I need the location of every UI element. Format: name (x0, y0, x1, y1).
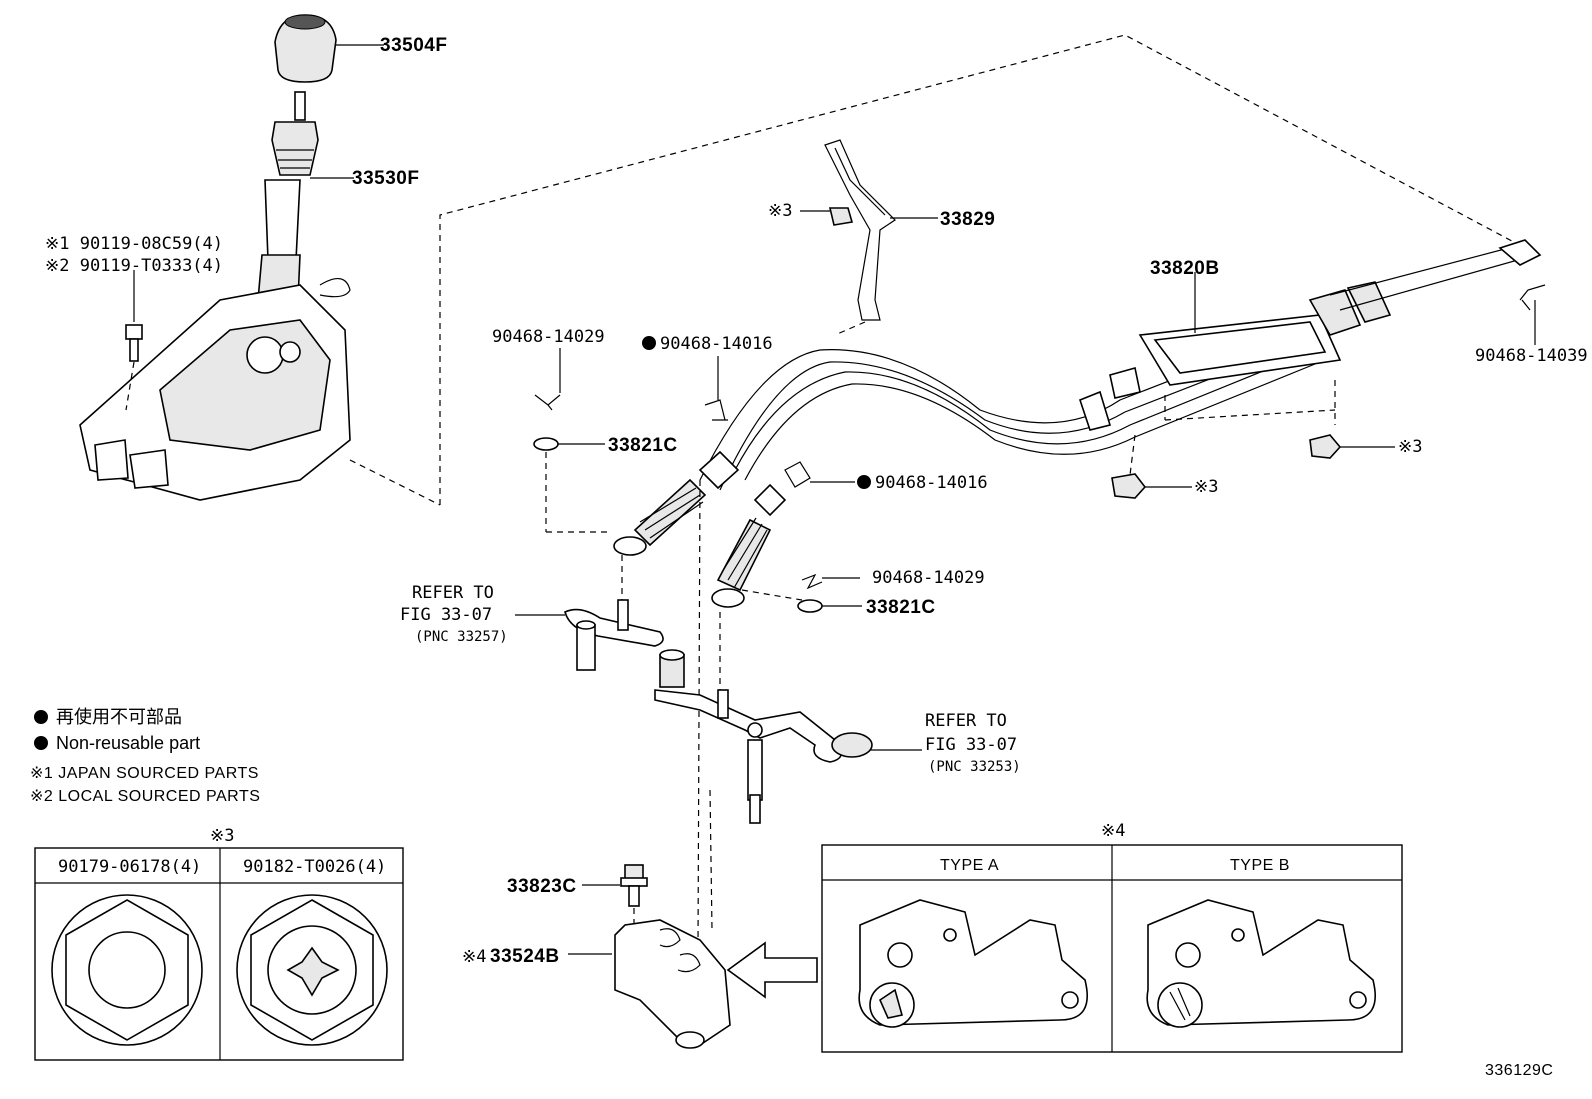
selector-lever[interactable] (515, 599, 664, 671)
label-clip-lower-right: 90468-14029 (872, 568, 985, 588)
view-arrow (726, 941, 818, 999)
bracket-nut-right[interactable] (1164, 380, 1395, 459)
ref-left-line2: FIG 33-07 (400, 605, 492, 625)
shift-lever-boot[interactable] (271, 91, 354, 179)
label-bolt-japan: ※1 90119-08C59(4) (45, 234, 223, 254)
ref-right-line1: REFER TO (925, 711, 1007, 731)
lock-nut-icon (236, 894, 388, 1046)
shifter-bolt[interactable] (125, 270, 143, 411)
label-nut-mark-b: ※3 (1194, 477, 1218, 497)
label-washer-lower: 33821C (866, 597, 936, 618)
cable-end-select[interactable] (613, 450, 740, 556)
ref-right-line2: FIG 33-07 (925, 735, 1017, 755)
shift-knob[interactable] (274, 14, 384, 83)
label-washer-upper: 33821C (608, 435, 678, 456)
transmission-control-cable[interactable] (699, 239, 1542, 491)
legend-dot-en (34, 736, 48, 750)
non-reusable-dot-top (642, 336, 656, 350)
label-33504f: 33504F (380, 35, 447, 56)
table4-col1: TYPE A (940, 857, 999, 874)
ref-left-line3: (PNC 33257) (415, 629, 508, 645)
legend-non-reusable: Non-reusable part (56, 733, 200, 753)
bracket-type-table: ※4 TYPE A TYPE B (821, 821, 1403, 1053)
label-clip-top-left: 90468-14029 (492, 327, 605, 347)
label-33829: 33829 (940, 209, 995, 230)
label-clip-right: 90468-14039 (1475, 346, 1588, 366)
bracket-nut-left[interactable] (1111, 434, 1192, 499)
label-33820b: 33820B (1150, 258, 1220, 279)
cable-end-shift[interactable] (711, 483, 787, 608)
table3-mark: ※3 (210, 826, 234, 846)
non-reusable-dot-lower (857, 475, 871, 489)
legend-jp: 再使用不可部品 (56, 707, 182, 727)
table4-col2: TYPE B (1230, 857, 1290, 874)
ref-right-line3: (PNC 33253) (928, 759, 1021, 775)
label-bracket-mark: ※4 (462, 947, 486, 967)
bracket-type-a-drawing (858, 899, 1089, 1028)
clip-top-left[interactable] (534, 348, 561, 411)
bracket-type-b-drawing (1146, 899, 1377, 1028)
legend-note2: ※2 LOCAL SOURCED PARTS (30, 788, 260, 805)
clip-lower-mid[interactable] (784, 461, 855, 488)
ref-left-line1: REFER TO (412, 583, 494, 603)
nut-table: ※3 90179-06178(4) 90182-T0026(4) (34, 826, 404, 1061)
clip-lower-right[interactable] (801, 573, 860, 590)
figure-id: 336129C (1485, 1062, 1553, 1079)
label-clip-lower-mid: 90468-14016 (875, 473, 988, 493)
shift-lever-housing[interactable] (79, 179, 351, 501)
table3-col1: 90179-06178(4) (58, 857, 201, 877)
retainer-nut[interactable] (800, 207, 854, 226)
clip-top-mid[interactable] (704, 356, 728, 421)
hex-nut-icon (51, 894, 203, 1046)
legend-note1: ※1 JAPAN SOURCED PARTS (30, 765, 259, 782)
cable-bracket-33524b[interactable] (568, 919, 731, 1049)
dash-link-3 (697, 479, 701, 946)
label-retainer-mark: ※3 (768, 201, 792, 221)
label-33823c: 33823C (507, 876, 577, 897)
label-nut-mark-a: ※3 (1398, 437, 1422, 457)
dash-link-4 (709, 789, 713, 931)
table3-col2: 90182-T0026(4) (243, 857, 386, 877)
label-33524b: 33524B (490, 946, 560, 967)
legend-dot-jp (34, 710, 48, 724)
label-33530f: 33530F (352, 168, 419, 189)
label-clip-top-mid: 90468-14016 (660, 334, 773, 354)
dashed-outline (349, 34, 1526, 506)
washer-lower[interactable] (741, 589, 862, 613)
shift-lever-arm[interactable] (654, 649, 922, 824)
cable-clip-right[interactable] (1519, 284, 1546, 345)
cable-retainer-33829[interactable] (824, 139, 938, 336)
table4-mark: ※4 (1101, 821, 1125, 841)
washer-upper[interactable] (533, 437, 612, 533)
label-bolt-local: ※2 90119-T0333(4) (45, 256, 223, 276)
